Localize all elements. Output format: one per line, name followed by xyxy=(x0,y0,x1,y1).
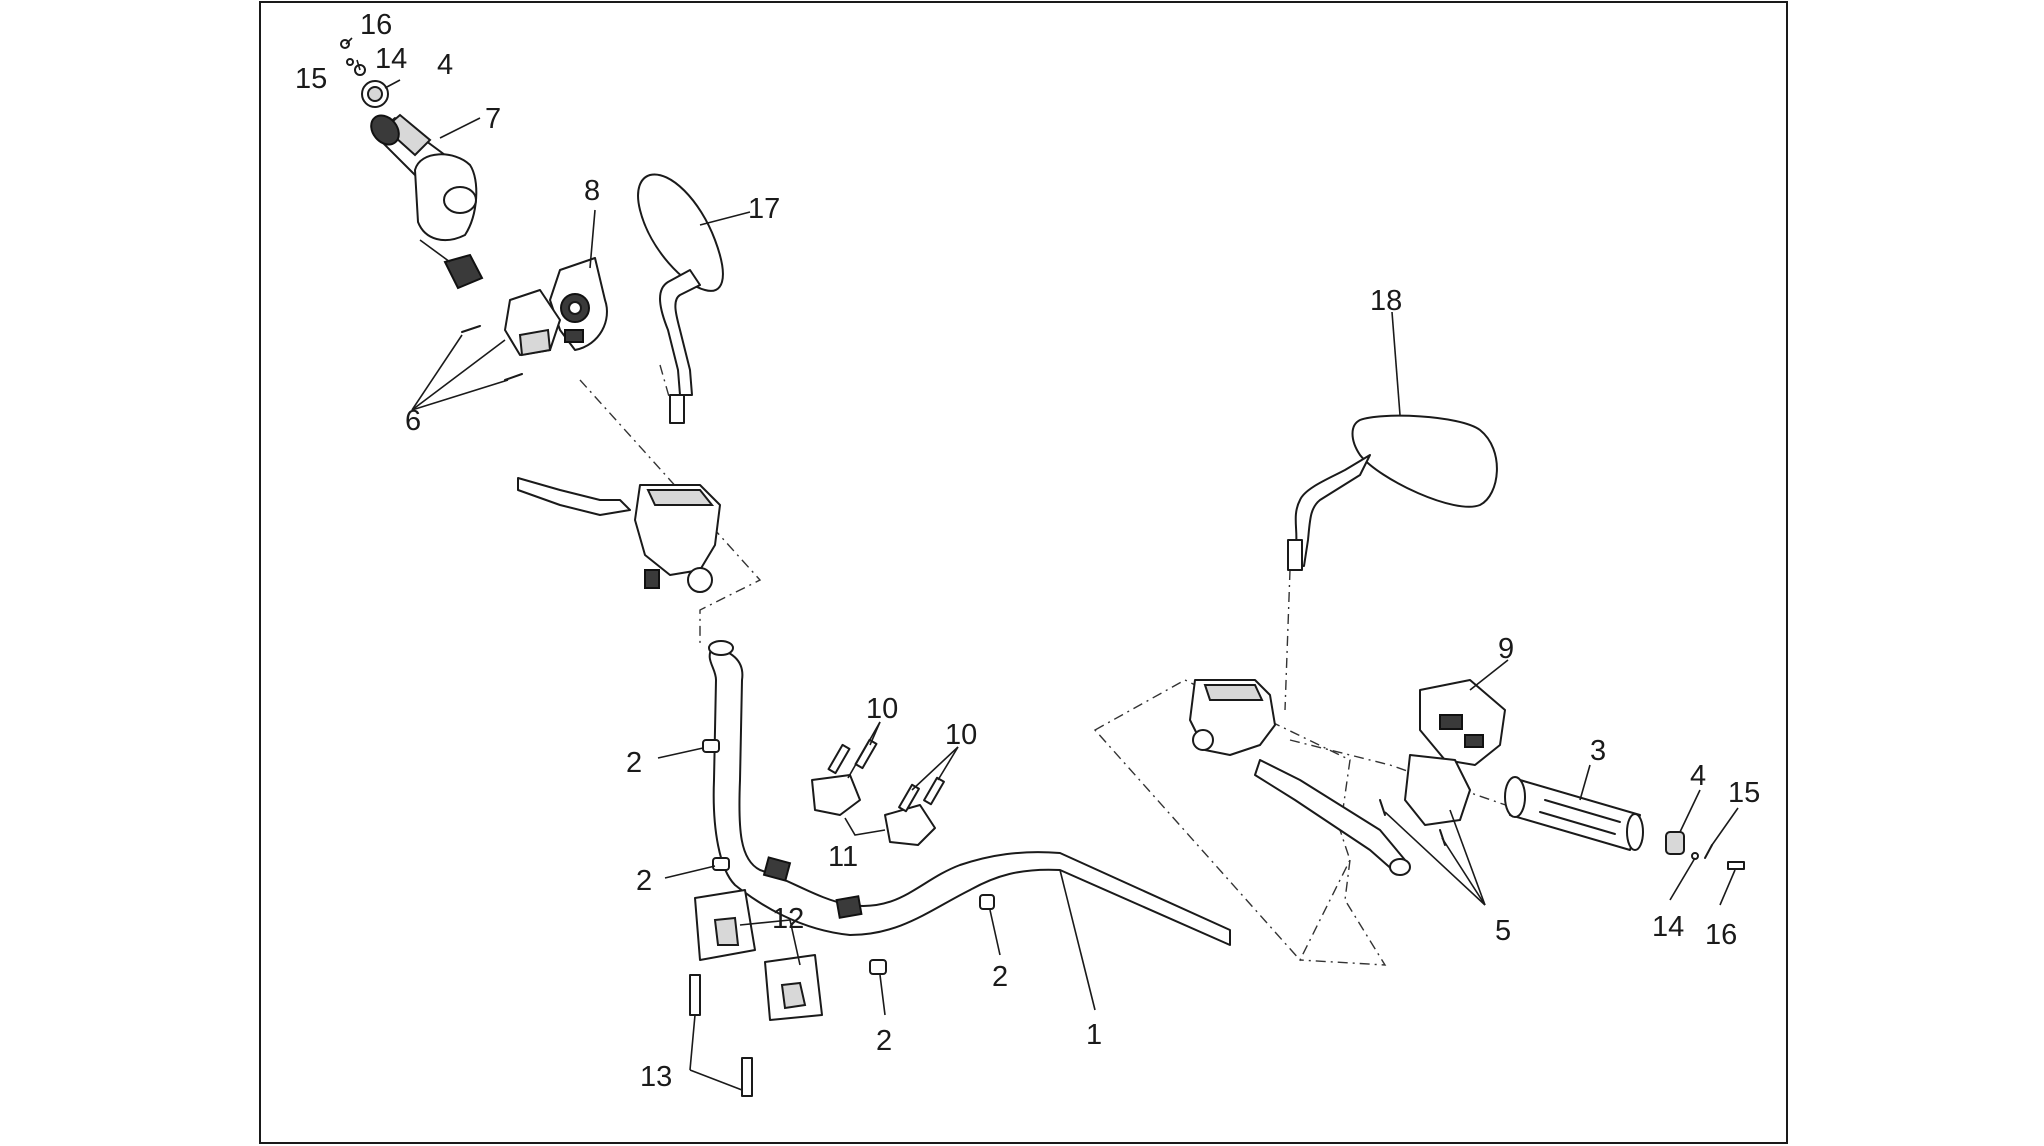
clutch-master-cylinder xyxy=(1189,679,1411,876)
lower-risers xyxy=(689,889,823,1097)
throttle-grip xyxy=(370,113,484,290)
left-switch-housing xyxy=(549,257,608,351)
right-lower-switch xyxy=(1379,754,1471,846)
callout-10-right: 10 xyxy=(945,719,977,751)
callout-5: 5 xyxy=(1495,915,1511,947)
callout-14-right: 14 xyxy=(1652,911,1684,943)
callout-labels: 16 15 14 4 7 8 17 6 18 9 10 10 2 11 2 12… xyxy=(295,9,1760,1093)
callout-1: 1 xyxy=(1086,1019,1102,1051)
callout-18: 18 xyxy=(1370,285,1402,317)
right-switch-housing xyxy=(1419,679,1506,766)
left-lower-switch xyxy=(461,289,561,381)
right-mirror xyxy=(1287,414,1498,571)
callout-9: 9 xyxy=(1498,633,1514,665)
diagram-frame xyxy=(259,1,1788,1144)
handlebar-clamps xyxy=(811,738,945,846)
assembly-lines xyxy=(579,364,1521,966)
bar-end-weight-left xyxy=(340,39,389,108)
callout-6: 6 xyxy=(405,405,421,437)
callout-8: 8 xyxy=(584,175,600,207)
callout-2-bottom: 2 xyxy=(876,1025,892,1057)
callout-15-left: 15 xyxy=(295,63,327,95)
right-grip xyxy=(1504,776,1644,851)
callout-2-right: 2 xyxy=(992,961,1008,993)
callout-15-right: 15 xyxy=(1728,777,1760,809)
callout-4-left: 4 xyxy=(437,49,453,81)
callout-4-right: 4 xyxy=(1690,760,1706,792)
callout-16-right: 16 xyxy=(1705,919,1737,951)
callout-16-left: 16 xyxy=(360,9,392,41)
callout-2-upper: 2 xyxy=(626,747,642,779)
leader-lines xyxy=(345,37,1739,1091)
callout-17: 17 xyxy=(748,193,780,225)
callout-3: 3 xyxy=(1590,735,1606,767)
left-mirror xyxy=(637,173,724,424)
callout-13: 13 xyxy=(640,1061,672,1093)
callout-14-left: 14 xyxy=(375,43,407,75)
front-brake-master-cylinder xyxy=(517,477,721,593)
callout-2-middle: 2 xyxy=(636,865,652,897)
cable-clips xyxy=(702,739,995,975)
handlebar xyxy=(708,640,1231,1011)
callout-11: 11 xyxy=(828,841,858,873)
callout-10-left: 10 xyxy=(866,693,898,725)
bar-end-weight-right xyxy=(1665,831,1745,870)
callout-12: 12 xyxy=(772,903,804,935)
callout-7: 7 xyxy=(485,103,501,135)
